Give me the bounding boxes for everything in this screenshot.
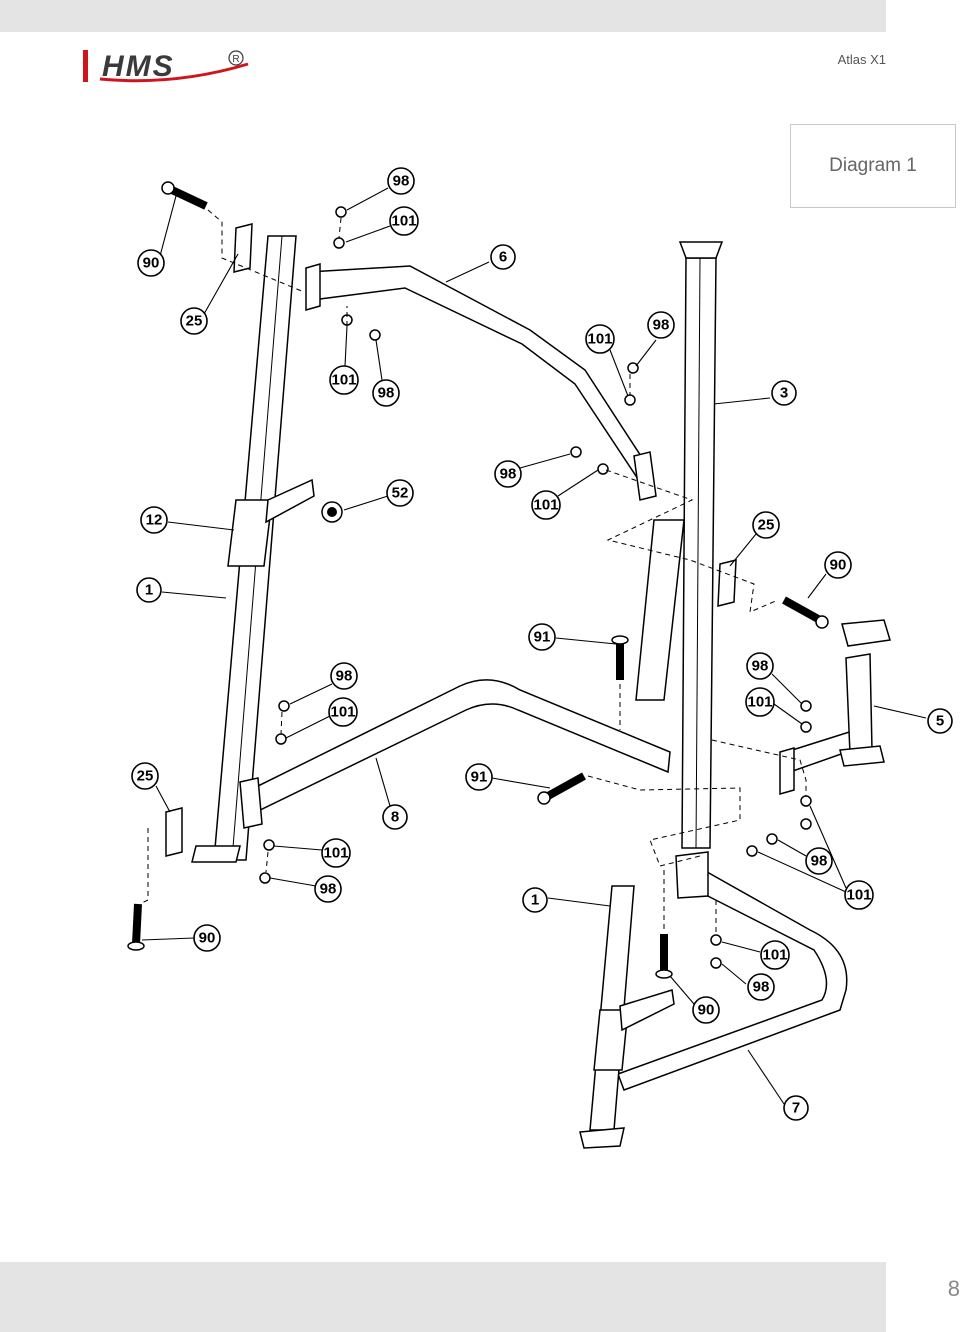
callout-101: 101 bbox=[844, 880, 874, 910]
callout-label: 98 bbox=[811, 853, 828, 870]
callout-label: 101 bbox=[323, 845, 348, 862]
bolt-91-lower bbox=[537, 772, 586, 805]
callout-101: 101 bbox=[531, 490, 561, 520]
callout-101: 101 bbox=[745, 687, 775, 717]
callout-90: 90 bbox=[692, 996, 720, 1024]
callout-label: 91 bbox=[471, 769, 488, 786]
callout-label: 98 bbox=[500, 466, 517, 483]
callout-1: 1 bbox=[136, 577, 162, 603]
diagram-label: Diagram 1 bbox=[829, 155, 917, 176]
callout-label: 8 bbox=[391, 809, 399, 826]
bolt-90-bottom-left bbox=[127, 903, 145, 951]
leader-lines bbox=[141, 187, 927, 1105]
callout-7: 7 bbox=[783, 1095, 809, 1121]
diagram-label-box: Diagram 1 bbox=[790, 124, 956, 208]
callout-label: 98 bbox=[320, 881, 337, 898]
callout-label: 6 bbox=[499, 249, 507, 266]
assembly-dashes bbox=[139, 209, 807, 935]
callout-label: 101 bbox=[331, 372, 356, 389]
callout-label: 52 bbox=[392, 485, 409, 502]
callout-label: 90 bbox=[199, 930, 216, 947]
header-band bbox=[0, 0, 886, 32]
callout-label: 101 bbox=[330, 704, 355, 721]
callout-label: 101 bbox=[533, 497, 558, 514]
callout-98: 98 bbox=[372, 379, 400, 407]
callout-91: 91 bbox=[465, 763, 493, 791]
callout-label: 98 bbox=[378, 385, 395, 402]
callout-91: 91 bbox=[528, 623, 556, 651]
callout-label: 90 bbox=[830, 557, 847, 574]
callout-101: 101 bbox=[321, 838, 351, 868]
callout-12: 12 bbox=[140, 506, 168, 534]
callout-label: 12 bbox=[146, 512, 163, 529]
callout-101: 101 bbox=[760, 940, 790, 970]
callout-label: 25 bbox=[137, 768, 154, 785]
svg-text:R: R bbox=[232, 54, 239, 65]
callout-90: 90 bbox=[137, 249, 165, 277]
callout-101: 101 bbox=[585, 324, 615, 354]
page-number: 8 bbox=[947, 1276, 960, 1301]
callout-101: 101 bbox=[389, 206, 419, 236]
model-name: Atlas X1 bbox=[837, 52, 886, 67]
callout-98: 98 bbox=[805, 847, 833, 875]
bolt-90-bottom-mid bbox=[655, 934, 673, 979]
callout-25: 25 bbox=[180, 307, 208, 335]
callout-90: 90 bbox=[193, 924, 221, 952]
callout-label: 1 bbox=[531, 892, 539, 909]
callout-label: 7 bbox=[792, 1100, 800, 1117]
callout-label: 98 bbox=[753, 979, 770, 996]
callout-label: 101 bbox=[391, 213, 416, 230]
callout-6: 6 bbox=[490, 244, 516, 270]
callout-label: 90 bbox=[143, 255, 160, 272]
callout-label: 101 bbox=[747, 694, 772, 711]
callout-label: 101 bbox=[846, 887, 871, 904]
callout-8: 8 bbox=[382, 804, 408, 830]
callout-label: 3 bbox=[780, 385, 788, 402]
callout-98: 98 bbox=[387, 167, 415, 195]
callout-98: 98 bbox=[647, 311, 675, 339]
callout-label: 5 bbox=[936, 713, 944, 730]
bolt-91-upper bbox=[611, 635, 629, 680]
callout-label: 91 bbox=[534, 629, 551, 646]
hms-logo: HMS R bbox=[83, 50, 249, 83]
callout-98: 98 bbox=[330, 662, 358, 690]
nuts-washers bbox=[259, 206, 812, 969]
bolt-90-right bbox=[782, 596, 829, 629]
callout-90: 90 bbox=[824, 551, 852, 579]
callout-1: 1 bbox=[522, 887, 548, 913]
callout-52: 52 bbox=[386, 479, 414, 507]
bolt-90-top bbox=[161, 181, 208, 210]
callout-5: 5 bbox=[927, 708, 953, 734]
callout-label: 98 bbox=[336, 668, 353, 685]
knob-52 bbox=[321, 501, 343, 523]
callout-101: 101 bbox=[329, 365, 359, 395]
callout-label: 98 bbox=[653, 317, 670, 334]
callout-25: 25 bbox=[752, 511, 780, 539]
callout-98: 98 bbox=[747, 973, 775, 1001]
callout-label: 90 bbox=[698, 1002, 715, 1019]
callout-98: 98 bbox=[314, 875, 342, 903]
svg-text:HMS: HMS bbox=[102, 50, 175, 83]
callout-label: 1 bbox=[145, 582, 153, 599]
callout-label: 25 bbox=[186, 313, 203, 330]
callout-label: 98 bbox=[393, 173, 410, 190]
callout-3: 3 bbox=[771, 380, 797, 406]
callout-label: 25 bbox=[758, 517, 775, 534]
callout-label: 98 bbox=[752, 658, 769, 675]
callout-98: 98 bbox=[494, 460, 522, 488]
callout-98: 98 bbox=[746, 652, 774, 680]
callout-label: 101 bbox=[762, 947, 787, 964]
callout-label: 101 bbox=[587, 331, 612, 348]
callout-101: 101 bbox=[328, 697, 358, 727]
footer-band bbox=[0, 1262, 886, 1332]
callout-25: 25 bbox=[131, 762, 159, 790]
